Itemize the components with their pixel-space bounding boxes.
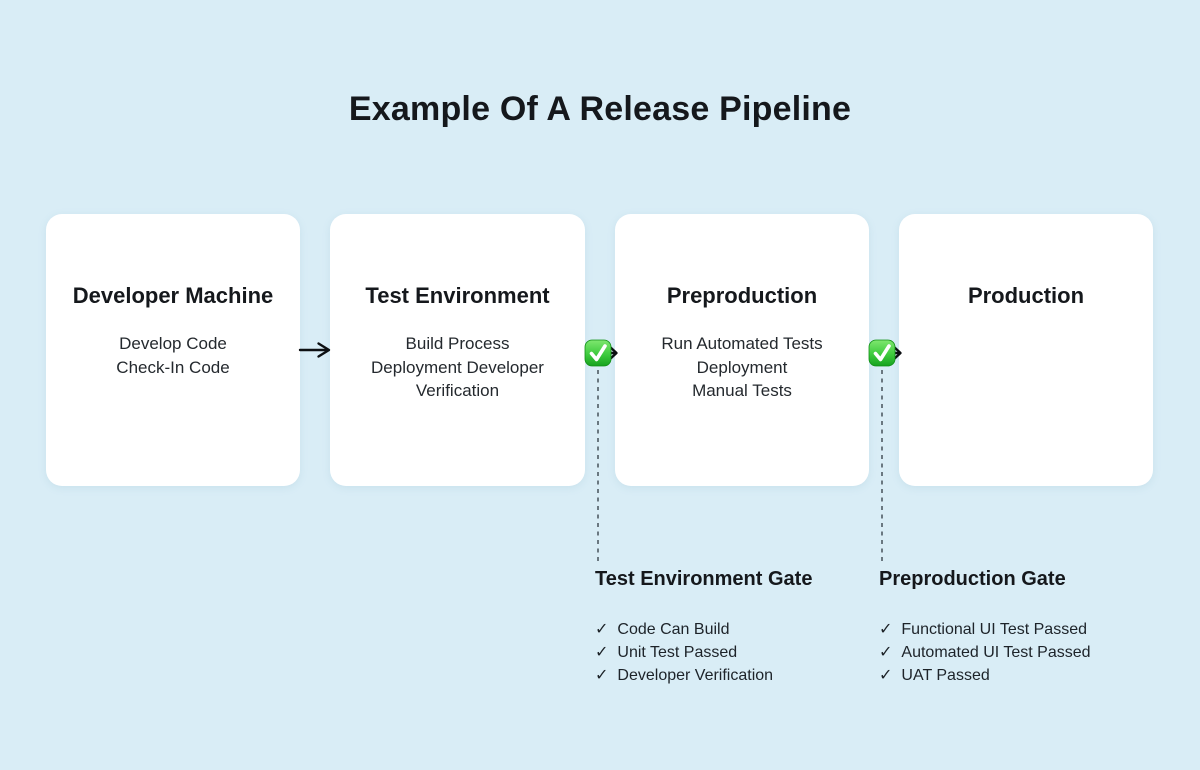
gate-check-item: ✓ Functional UI Test Passed (879, 618, 1159, 641)
stage-task: Build Process (405, 334, 510, 353)
stage-task: Verification (415, 381, 500, 400)
stage-task: Deployment Developer (371, 357, 544, 377)
gate-check-label: Automated UI Test Passed (901, 644, 1091, 661)
green-check-badge-icon (868, 339, 896, 367)
stage-task: Run Automated Tests (661, 334, 823, 353)
stage-card-test-environment: Test Environment Build Process Deploymen… (330, 214, 585, 486)
stage-task: Deployment (696, 357, 788, 377)
gate-check-label: Developer Verification (617, 667, 774, 684)
gate-check-label: Code Can Build (617, 621, 730, 638)
checkmark-icon: ✓ (595, 621, 609, 638)
gate-preproduction: Preproduction Gate ✓ Functional UI Test … (879, 568, 1159, 687)
gate-check-list: ✓ Functional UI Test Passed ✓ Automated … (879, 618, 1159, 687)
checkmark-icon: ✓ (879, 621, 893, 638)
gate-title: Preproduction Gate (879, 568, 1066, 590)
gate-test-environment: Test Environment Gate ✓ Code Can Build ✓… (595, 568, 865, 687)
checkmark-icon: ✓ (879, 644, 893, 661)
stage-task-list: Develop Code Check-In Code (46, 332, 300, 379)
checkmark-icon: ✓ (595, 644, 609, 661)
gate-check-label: Unit Test Passed (617, 644, 738, 661)
checkmark-icon: ✓ (595, 667, 609, 684)
gate-check-item: ✓ Developer Verification (595, 664, 865, 687)
gate-check-item: ✓ UAT Passed (879, 664, 1159, 687)
stage-task: Develop Code (119, 334, 227, 353)
green-check-badge-icon (584, 339, 612, 367)
gate-check-item: ✓ Code Can Build (595, 618, 865, 641)
stage-task: Check-In Code (116, 357, 230, 377)
stage-title: Production (967, 283, 1085, 308)
stage-task-list: Run Automated Tests Deployment Manual Te… (615, 332, 869, 403)
stage-title: Developer Machine (72, 283, 274, 308)
gate-title: Test Environment Gate (595, 568, 813, 590)
gate-check-list: ✓ Code Can Build ✓ Unit Test Passed ✓ De… (595, 618, 865, 687)
stage-card-developer-machine: Developer Machine Develop Code Check-In … (46, 214, 300, 486)
stage-task: Manual Tests (692, 381, 792, 400)
stage-card-preproduction: Preproduction Run Automated Tests Deploy… (615, 214, 869, 486)
gate-check-label: UAT Passed (901, 667, 990, 684)
stage-task-list: Build Process Deployment Developer Verif… (330, 332, 585, 403)
arrow-icon (298, 342, 331, 358)
stage-title: Test Environment (365, 283, 550, 308)
gate-check-label: Functional UI Test Passed (901, 621, 1087, 638)
stage-card-production: Production (899, 214, 1153, 486)
gate-check-item: ✓ Unit Test Passed (595, 641, 865, 664)
page-title: Example Of A Release Pipeline (348, 90, 852, 128)
checkmark-icon: ✓ (879, 667, 893, 684)
stage-title: Preproduction (666, 283, 818, 308)
gate-check-item: ✓ Automated UI Test Passed (879, 641, 1159, 664)
